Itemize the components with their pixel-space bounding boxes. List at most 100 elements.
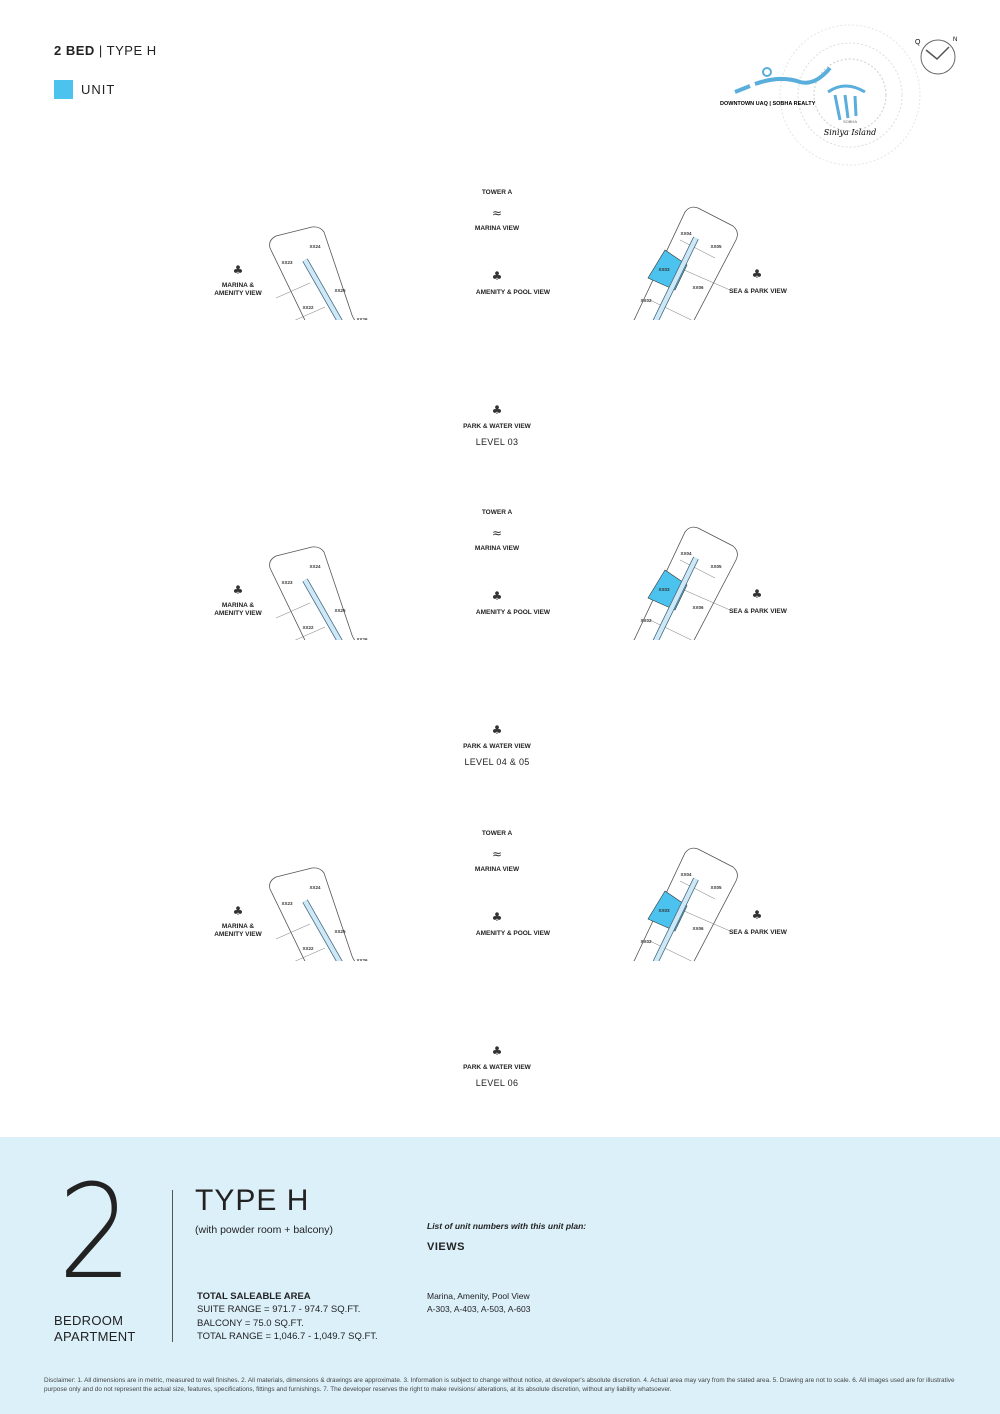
boat-icon: ≈ xyxy=(491,207,503,220)
park-water-icon: ♣ xyxy=(491,724,503,737)
unit-label: XX24 xyxy=(309,244,321,249)
building-outline xyxy=(269,847,738,961)
unit-numbers: A-303, A-403, A-503, A-603 xyxy=(427,1304,531,1314)
sea-park-view-label: SEA & PARK VIEW xyxy=(729,929,787,936)
park-water-view-label: PARK & WATER VIEW xyxy=(463,1064,531,1071)
unit-label: XX23 xyxy=(281,580,293,585)
park-water-icon: ♣ xyxy=(491,404,503,417)
unit-label: XX06 xyxy=(692,285,704,290)
marina-amenity-view-label: MARINA &AMENITY VIEW xyxy=(214,602,262,618)
type-subtitle: (with powder room + balcony) xyxy=(195,1224,334,1236)
bedroom-text: BEDROOM xyxy=(54,1313,124,1328)
unit-label: XX26 xyxy=(356,958,368,961)
page-header: 2 BED | TYPE H xyxy=(54,43,157,58)
unit-label: XX24 xyxy=(309,885,321,890)
unit-label: XX02 xyxy=(640,939,652,944)
level-name: LEVEL 04 & 05 xyxy=(464,757,530,767)
unit-label: XX03 xyxy=(658,267,670,272)
sea-park-icon: ♣ xyxy=(751,588,763,601)
floor-plan-3: XX24XX23XX25XX22XX26XX21XX20XX19XX18XX17… xyxy=(0,641,1000,1088)
unit-label: XX04 xyxy=(680,231,692,236)
unit-label: XX25 xyxy=(334,929,346,934)
level-name: LEVEL 03 xyxy=(475,437,519,447)
island-text: Siniya Island xyxy=(824,128,876,137)
unit-list-heading: List of unit numbers with this unit plan… xyxy=(427,1221,587,1231)
level-name: LEVEL 06 xyxy=(475,1078,519,1088)
marina-amenity-view-label: MARINA &AMENITY VIEW xyxy=(214,282,262,298)
bedroom-count: 2 xyxy=(58,1156,133,1308)
unit-label: XX25 xyxy=(334,608,346,613)
floor-plan-drawing: XX24XX23XX25XX22XX26XX21XX20XX19XX18XX17… xyxy=(269,526,738,640)
park-water-view-label: PARK & WATER VIEW xyxy=(463,743,531,750)
compass-n: N xyxy=(953,37,957,43)
unit-label: XX23 xyxy=(281,901,293,906)
view-line: AMENITY VIEW xyxy=(214,930,262,938)
unit-label: XX02 xyxy=(640,618,652,623)
marina-view-label: MARINA VIEW xyxy=(474,545,520,552)
legend: UNIT xyxy=(54,80,115,99)
boat-icon: ≈ xyxy=(491,848,503,861)
amenity-pool-view-label: AMENITY & POOL VIEW xyxy=(475,930,551,937)
pool-trees-icon: ♣ xyxy=(491,911,503,924)
unit-label: XX05 xyxy=(710,885,722,890)
unit-label: XX25 xyxy=(334,288,346,293)
left-view-icon: ♣ xyxy=(232,584,244,597)
site-map-logo: DOWNTOWN UAQ | SOBHA REALTY SOBHA Siniya… xyxy=(720,24,957,166)
unit-label: XX26 xyxy=(356,637,368,640)
view-line: MARINA & xyxy=(221,923,255,930)
bed-label: 2 BED xyxy=(54,43,95,58)
sobha-text: SOBHA xyxy=(843,119,857,124)
legend-label: UNIT xyxy=(81,82,116,97)
area-title: TOTAL SALEABLE AREA xyxy=(197,1291,311,1302)
unit-label: XX05 xyxy=(710,244,722,249)
amenity-pool-view-label: AMENITY & POOL VIEW xyxy=(475,609,551,616)
apartment-text: APARTMENT xyxy=(54,1329,136,1344)
balcony-area: BALCONY = 75.0 SQ.FT. xyxy=(197,1317,304,1329)
boat-icon: ≈ xyxy=(491,527,503,540)
type-title: TYPE H xyxy=(195,1184,310,1217)
unit-label: XX22 xyxy=(302,305,314,310)
pool-trees-icon: ♣ xyxy=(491,590,503,603)
unit-label: XX24 xyxy=(309,564,321,569)
compass-q: Q xyxy=(915,39,921,46)
floor-plan-drawing: XX24XX23XX25XX22XX26XX21XX20XX19XX18XX17… xyxy=(269,206,738,320)
summary-panel xyxy=(0,1137,1000,1414)
sea-park-icon: ♣ xyxy=(751,268,763,281)
view-line: AMENITY VIEW xyxy=(214,609,262,617)
pool-trees-icon: ♣ xyxy=(491,270,503,283)
building-outline xyxy=(269,526,738,640)
tower-label: TOWER A xyxy=(481,509,513,516)
saleable-area: TOTAL SALEABLE AREA SUITE RANGE = 971.7 … xyxy=(197,1290,378,1343)
unit-label: XX05 xyxy=(710,564,722,569)
marina-view-label: MARINA VIEW xyxy=(474,225,520,232)
views-list: Marina, Amenity, Pool View A-303, A-403,… xyxy=(427,1290,531,1316)
marina-amenity-view-label: MARINA &AMENITY VIEW xyxy=(214,923,262,939)
disclaimer: Disclaimer: 1. All dimensions are in met… xyxy=(44,1377,955,1393)
marina-view-label: MARINA VIEW xyxy=(474,866,520,873)
building-outline xyxy=(269,206,738,320)
island-icon xyxy=(827,84,866,121)
park-water-icon: ♣ xyxy=(491,1045,503,1058)
view-line: MARINA & xyxy=(221,282,255,289)
unit-label: XX22 xyxy=(302,625,314,630)
suite-range: SUITE RANGE = 971.7 - 974.7 SQ.FT. xyxy=(197,1304,361,1316)
unit-label: XX06 xyxy=(692,926,704,931)
views-heading: VIEWS xyxy=(427,1241,465,1253)
divider xyxy=(172,1190,173,1342)
compass-icon xyxy=(920,39,956,75)
tower-label: TOWER A xyxy=(481,189,513,196)
unit-label: XX02 xyxy=(640,298,652,303)
unit-label: XX06 xyxy=(692,605,704,610)
unit-label: XX23 xyxy=(281,260,293,265)
floor-plan-2: XX24XX23XX25XX22XX26XX21XX20XX19XX18XX17… xyxy=(0,320,1000,767)
left-view-icon: ♣ xyxy=(232,264,244,277)
sea-park-view-label: SEA & PARK VIEW xyxy=(729,288,787,295)
coastline-icon xyxy=(734,66,832,94)
unit-label: XX04 xyxy=(680,551,692,556)
floor-plan-drawing: XX24XX23XX25XX22XX26XX21XX20XX19XX18XX17… xyxy=(269,847,738,961)
unit-label: XX03 xyxy=(658,908,670,913)
view-name: Marina, Amenity, Pool View xyxy=(427,1291,530,1301)
left-view-icon: ♣ xyxy=(232,905,244,918)
sea-park-icon: ♣ xyxy=(751,909,763,922)
